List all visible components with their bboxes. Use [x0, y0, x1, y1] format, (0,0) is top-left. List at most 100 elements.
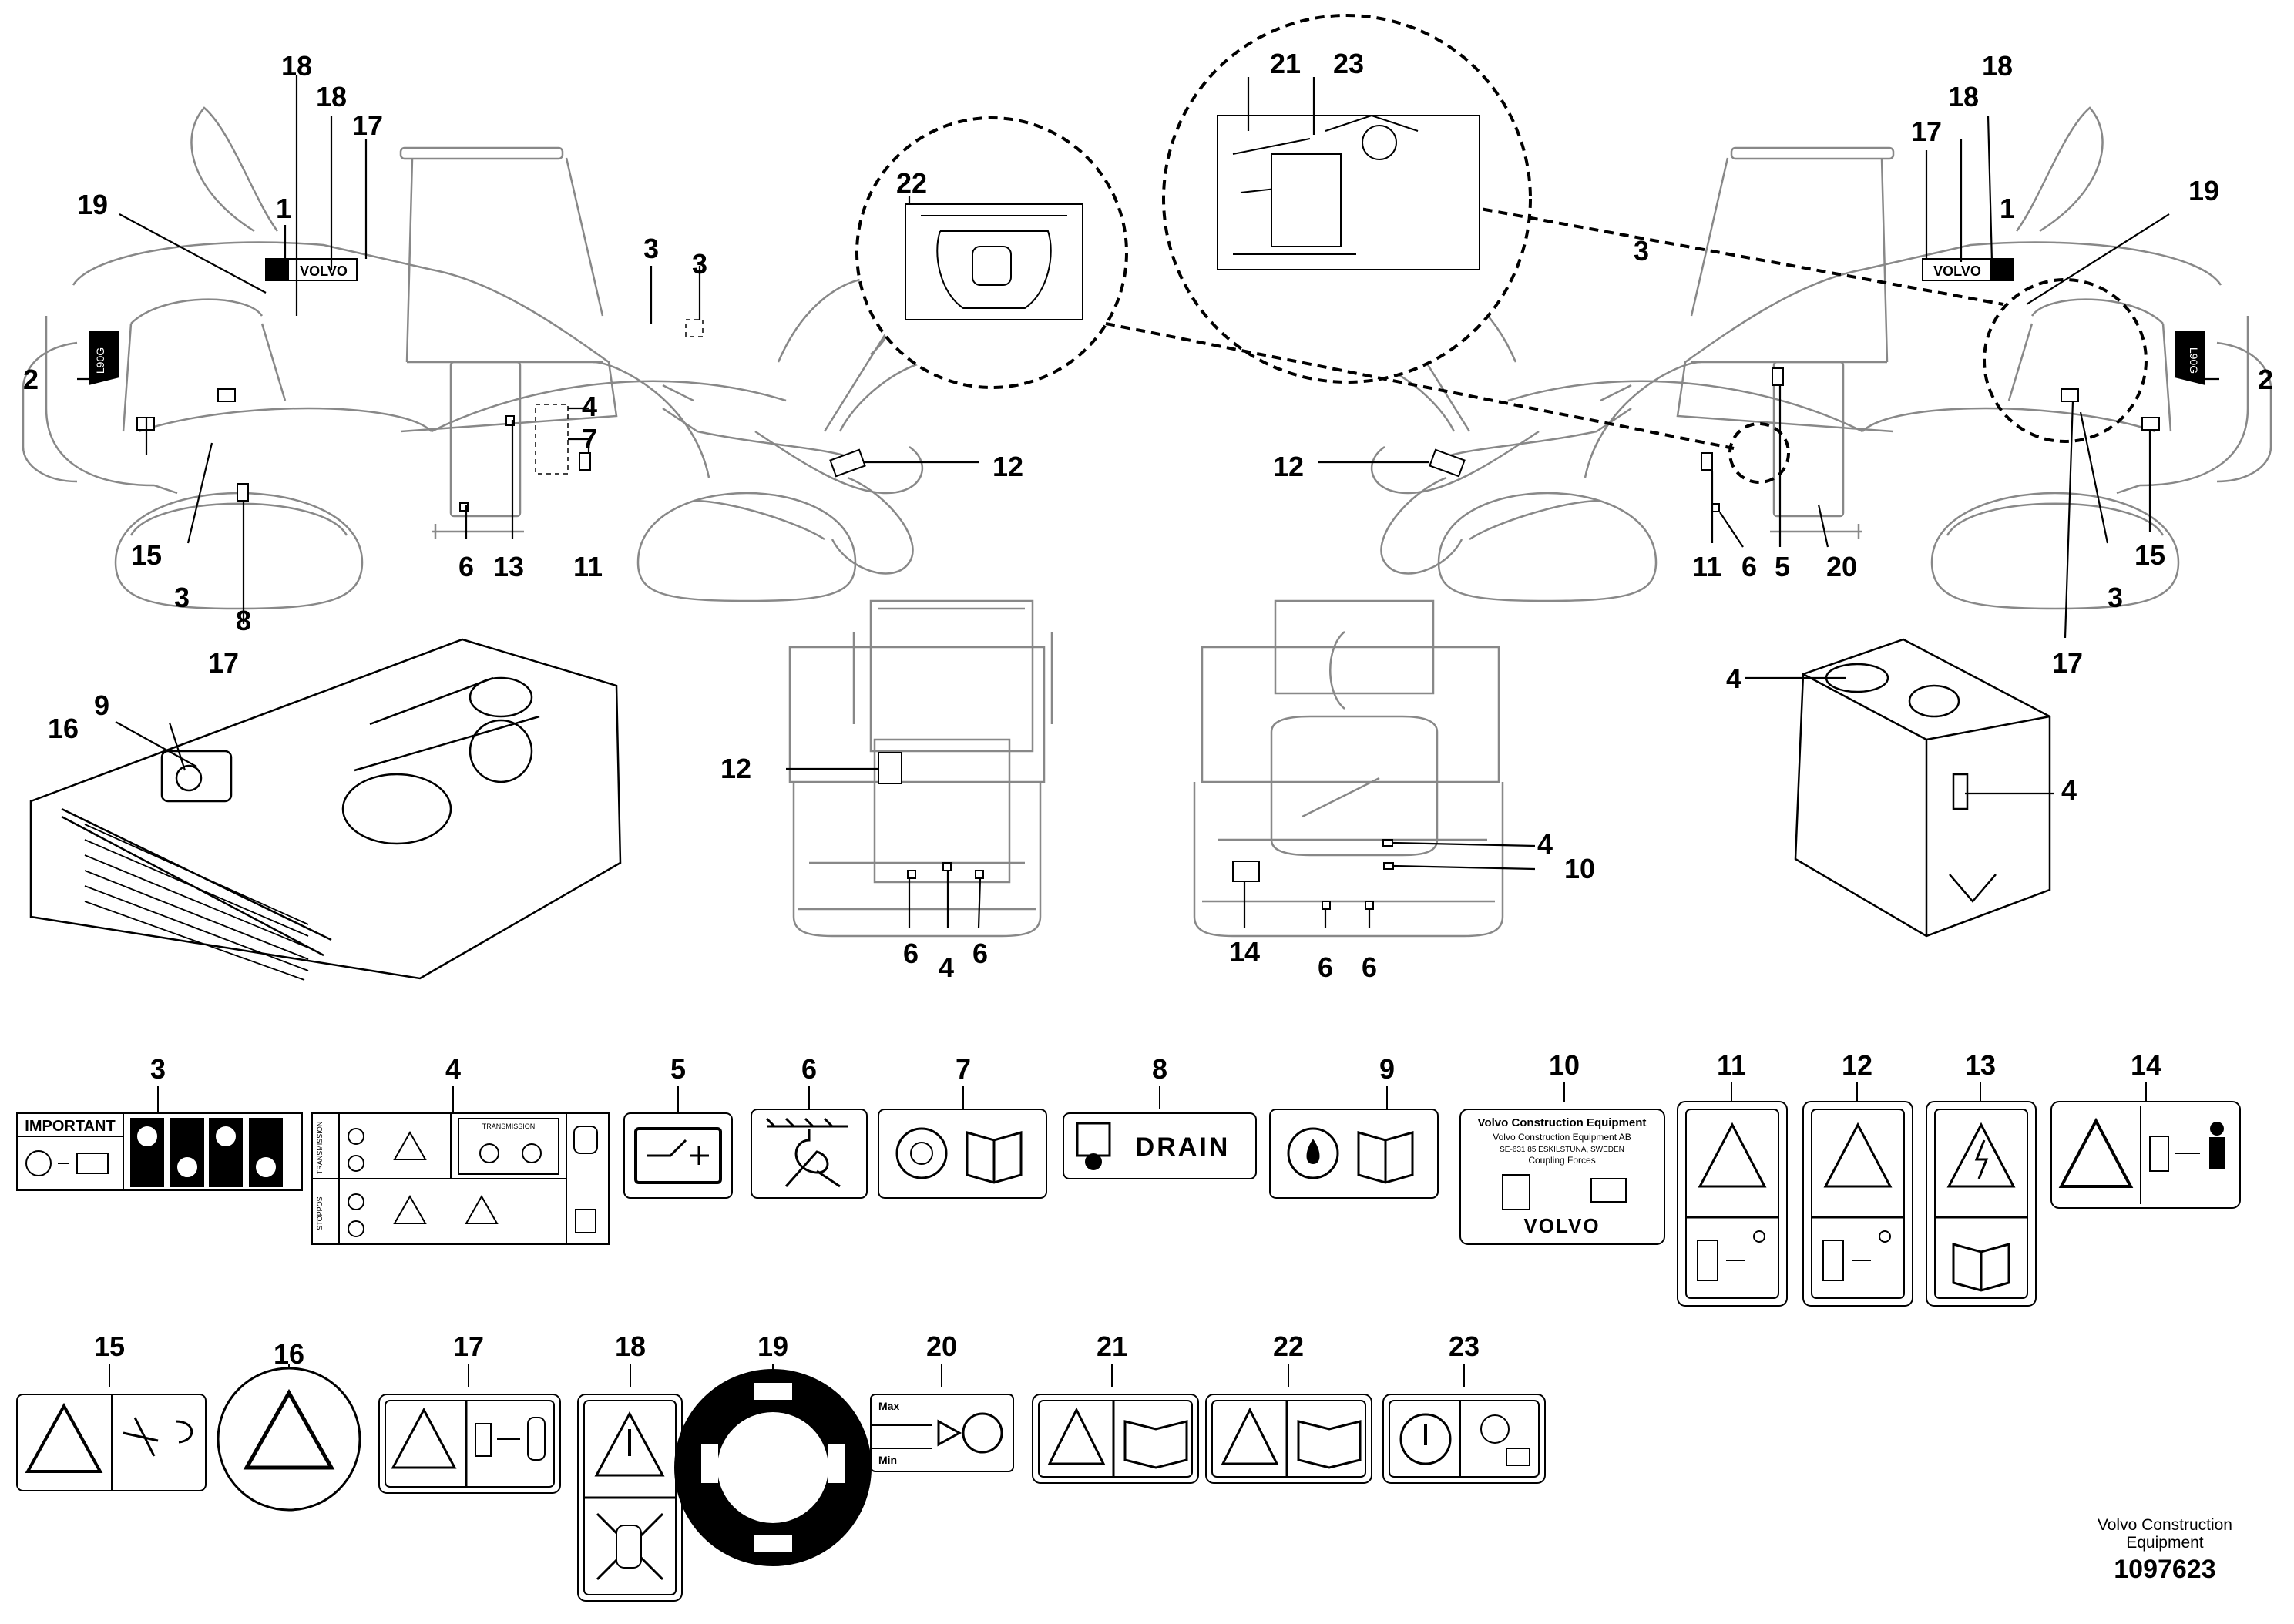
callout-3: 3: [2108, 582, 2123, 613]
callout-4: 4: [1537, 828, 1553, 860]
decal-9: [1269, 1109, 1439, 1199]
decal-10-line3: SE-631 85 ESKILSTUNA, SWEDEN: [1500, 1146, 1624, 1154]
decal-leader-ticks: [109, 1082, 2147, 1387]
decal-14: [2050, 1101, 2241, 1209]
hydraulic-tank-view: [1794, 638, 2051, 938]
decal-22: [1205, 1394, 1372, 1484]
callout-14: 14: [1229, 936, 1260, 968]
callout-18: 18: [281, 50, 312, 82]
callout-19: 19: [77, 189, 108, 220]
callout-6: 6: [458, 551, 474, 582]
footer-brand-line2: Equipment: [2126, 1534, 2204, 1552]
volvo-badge-right: VOLVO: [1922, 258, 2014, 281]
decal-10-line1: Volvo Construction Equipment: [1478, 1116, 1647, 1129]
callout-15: 15: [131, 539, 162, 571]
decal-num-7: 7: [956, 1053, 971, 1085]
badge-text-right: VOLVO: [1933, 263, 1981, 279]
callout-16: 16: [48, 713, 79, 744]
decal-8-drain-text: DRAIN: [1136, 1132, 1231, 1162]
callout-15: 15: [2134, 539, 2165, 571]
front-view: [788, 599, 1053, 938]
decal-20-max: Max: [878, 1400, 899, 1412]
callout-4: 4: [1726, 663, 1741, 694]
callout-17: 17: [1911, 116, 1942, 147]
decal-10: Volvo Construction Equipment Volvo Const…: [1459, 1109, 1665, 1245]
callout-17: 17: [208, 647, 239, 679]
callout-1: 1: [276, 193, 291, 224]
decal-num-20: 20: [926, 1330, 957, 1362]
callout-21: 21: [1270, 48, 1301, 79]
callout-17: 17: [352, 109, 383, 141]
decal-num-18: 18: [615, 1330, 646, 1362]
callout-1: 1: [2000, 193, 2015, 224]
callout-4: 4: [2061, 774, 2077, 806]
decal-8: DRAIN: [1063, 1112, 1257, 1179]
decal-10-line4: Coupling Forces: [1528, 1155, 1595, 1166]
callout-3: 3: [692, 248, 707, 280]
detail-contents: [905, 114, 1480, 320]
callout-4: 4: [582, 391, 597, 422]
model-text-right: L90G: [2188, 347, 2200, 374]
detail-circle-engine: [1728, 422, 1790, 484]
decal-6: [751, 1109, 868, 1199]
callout-18: 18: [1982, 50, 2013, 82]
callout-3: 3: [174, 582, 190, 613]
callout-20: 20: [1826, 551, 1857, 582]
decal-15: [16, 1394, 207, 1491]
callout-9: 9: [94, 690, 109, 721]
decal-num-21: 21: [1097, 1330, 1127, 1362]
decal-num-6: 6: [801, 1053, 817, 1085]
decal-23: [1382, 1394, 1546, 1484]
decal-num-13: 13: [1965, 1049, 1996, 1081]
decal-4-side-bottom: STOPPOS: [316, 1196, 324, 1230]
badge-text-left: VOLVO: [300, 263, 348, 279]
decal-10-line2: Volvo Construction Equipment AB: [1493, 1132, 1631, 1143]
callout-5: 5: [1775, 551, 1790, 582]
decal-num-11: 11: [1717, 1049, 1746, 1081]
detail-circle-19: [1983, 278, 2148, 443]
decal-num-12: 12: [1842, 1049, 1872, 1081]
callout-6: 6: [1362, 951, 1377, 983]
callout-12: 12: [1273, 451, 1304, 482]
decal-16: [217, 1367, 361, 1512]
callout-2: 2: [2258, 364, 2273, 395]
decal-num-17: 17: [453, 1330, 484, 1362]
decal-num-8: 8: [1152, 1053, 1167, 1085]
callout-11: 11: [573, 551, 603, 582]
callout-10: 10: [1564, 853, 1595, 884]
decal-4-side-top: TRANSMISSION: [316, 1122, 324, 1175]
decal-20: Max Min: [870, 1394, 1014, 1472]
rear-view: [1193, 599, 1504, 938]
model-badge-left: L90G: [89, 331, 119, 385]
volvo-badge-left: VOLVO: [265, 258, 358, 281]
footer: Volvo Construction Equipment 1097623: [2098, 1516, 2232, 1585]
decal-num-16: 16: [274, 1338, 304, 1370]
decal-17: [378, 1394, 561, 1494]
callout-6: 6: [1318, 951, 1333, 983]
decal-num-10: 10: [1549, 1049, 1580, 1081]
decal-10-brand: VOLVO: [1523, 1214, 1600, 1237]
callout-22: 22: [896, 167, 927, 199]
callout-6: 6: [903, 938, 919, 969]
footer-reference-number: 1097623: [2114, 1555, 2216, 1584]
decal-num-9: 9: [1379, 1053, 1395, 1085]
callout-6: 6: [1741, 551, 1757, 582]
callout-12: 12: [992, 451, 1023, 482]
decal-20-min: Min: [878, 1454, 897, 1466]
decal-18: [577, 1394, 683, 1602]
decal-13: [1926, 1101, 2037, 1307]
decal-3: IMPORTANT: [16, 1112, 303, 1191]
callout-17: 17: [2052, 647, 2083, 679]
decal-21: [1032, 1394, 1199, 1484]
radiator-grille: [84, 824, 309, 981]
decal-19: [674, 1369, 872, 1566]
decal-num-4: 4: [445, 1053, 461, 1085]
callout-2: 2: [23, 364, 39, 395]
detail-leaders: [1105, 205, 2004, 450]
leader-lines: [77, 75, 2219, 929]
callout-12: 12: [720, 753, 751, 784]
decal-3-important-text: IMPORTANT: [25, 1118, 115, 1135]
decal-num-5: 5: [670, 1053, 686, 1085]
decal-5: [623, 1112, 733, 1199]
